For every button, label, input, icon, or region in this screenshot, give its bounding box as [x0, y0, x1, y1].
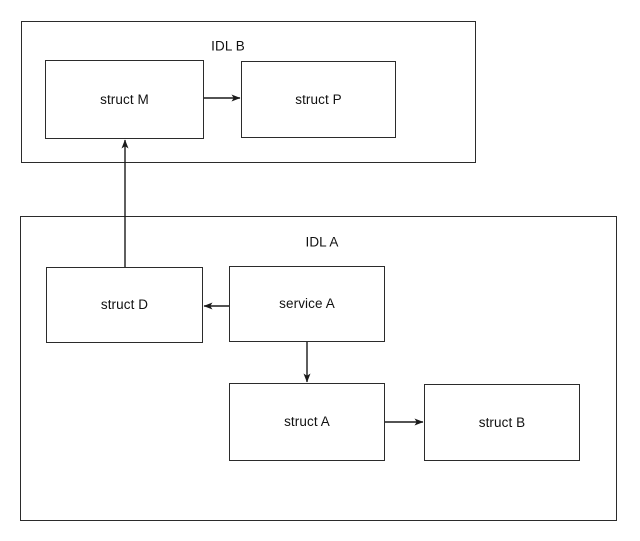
node-struct-p[interactable]: struct P — [241, 61, 396, 138]
group-label-idl-a: IDL A — [305, 234, 339, 250]
node-label-struct-m: struct M — [100, 91, 149, 107]
node-label-struct-d: struct D — [100, 297, 149, 313]
node-label-struct-b: struct B — [478, 414, 526, 430]
group-container-idl-b[interactable] — [21, 21, 476, 163]
node-struct-a[interactable]: struct A — [229, 383, 385, 461]
group-container-idl-a[interactable] — [20, 216, 617, 521]
group-label-idl-b: IDL B — [211, 38, 245, 54]
node-struct-d[interactable]: struct D — [46, 267, 203, 343]
node-label-struct-p: struct P — [295, 91, 342, 107]
node-struct-m[interactable]: struct M — [45, 60, 204, 139]
node-label-service-a: service A — [279, 296, 335, 312]
node-service-a[interactable]: service A — [229, 266, 385, 342]
node-struct-b[interactable]: struct B — [424, 384, 580, 461]
node-label-struct-a: struct A — [284, 414, 330, 430]
